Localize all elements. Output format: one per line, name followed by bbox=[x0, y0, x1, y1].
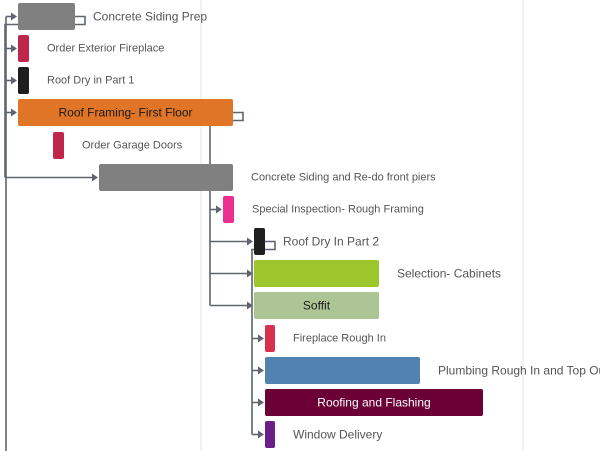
connector-arrow-icon bbox=[258, 430, 264, 439]
connector-arrow-icon bbox=[11, 108, 17, 117]
task-bar-window-delivery[interactable] bbox=[265, 421, 275, 448]
task-label-selection-cabinets: Selection- Cabinets bbox=[397, 267, 501, 281]
connector-arrow-icon bbox=[258, 398, 264, 407]
task-bar-roof-dry-in-part-1[interactable] bbox=[18, 67, 29, 94]
connector-arrow-icon bbox=[247, 237, 253, 246]
task-label-roof-dry-in-part-1: Roof Dry in Part 1 bbox=[47, 75, 134, 87]
task-bar-special-inspection-rough-framing[interactable] bbox=[223, 196, 234, 223]
connector-trunk bbox=[251, 240, 276, 435]
task-bar-roof-dry-in-part-2[interactable] bbox=[254, 228, 265, 255]
connector-arrow-icon bbox=[92, 173, 98, 182]
task-label-roof-dry-in-part-2: Roof Dry In Part 2 bbox=[283, 235, 379, 249]
task-label-plumbing-rough-in-top-out: Plumbing Rough In and Top Out bbox=[438, 364, 600, 378]
task-bar-fireplace-rough-in[interactable] bbox=[265, 325, 275, 352]
grid-layer bbox=[200, 0, 524, 451]
task-label-roofing-and-flashing: Roofing and Flashing bbox=[317, 396, 430, 410]
connector-arrow-icon bbox=[11, 44, 17, 53]
connector-arrow-icon bbox=[247, 269, 253, 278]
connector-arrow-icon bbox=[11, 76, 17, 85]
task-bar-concrete-siding-prep[interactable] bbox=[18, 3, 75, 30]
task-label-special-inspection-rough-framing: Special Inspection- Rough Framing bbox=[252, 204, 424, 216]
task-label-fireplace-rough-in: Fireplace Rough In bbox=[293, 333, 386, 345]
task-label-order-garage-doors: Order Garage Doors bbox=[82, 140, 183, 152]
task-bar-order-exterior-fireplace[interactable] bbox=[18, 35, 29, 62]
task-bar-selection-cabinets[interactable] bbox=[254, 260, 379, 287]
task-label-roof-framing-first-floor: Roof Framing- First Floor bbox=[58, 106, 192, 120]
connector-arrow-icon bbox=[258, 334, 264, 343]
task-bar-roof-framing-first-floor[interactable] bbox=[18, 99, 233, 126]
task-bar-plumbing-rough-in-top-out[interactable] bbox=[265, 357, 420, 384]
dependency-connectors bbox=[4, 12, 276, 451]
task-bar-soffit[interactable] bbox=[254, 292, 379, 319]
task-label-concrete-siding-redo-piers: Concrete Siding and Re-do front piers bbox=[251, 172, 436, 184]
connector-arrow-icon bbox=[216, 205, 222, 214]
connector-trunk bbox=[4, 15, 86, 178]
task-bars bbox=[18, 3, 483, 448]
task-label-order-exterior-fireplace: Order Exterior Fireplace bbox=[47, 43, 164, 55]
task-bar-concrete-siding-redo-piers[interactable] bbox=[99, 164, 233, 191]
task-label-concrete-siding-prep: Concrete Siding Prep bbox=[93, 10, 207, 24]
connector-arrow-icon bbox=[247, 301, 253, 310]
connector-arrow-icon bbox=[258, 366, 264, 375]
task-bar-order-garage-doors[interactable] bbox=[53, 132, 64, 159]
task-bar-roofing-and-flashing[interactable] bbox=[265, 389, 483, 416]
task-label-window-delivery: Window Delivery bbox=[293, 428, 382, 442]
task-label-soffit: Soffit bbox=[303, 299, 331, 313]
connector-arrow-icon bbox=[11, 12, 17, 21]
